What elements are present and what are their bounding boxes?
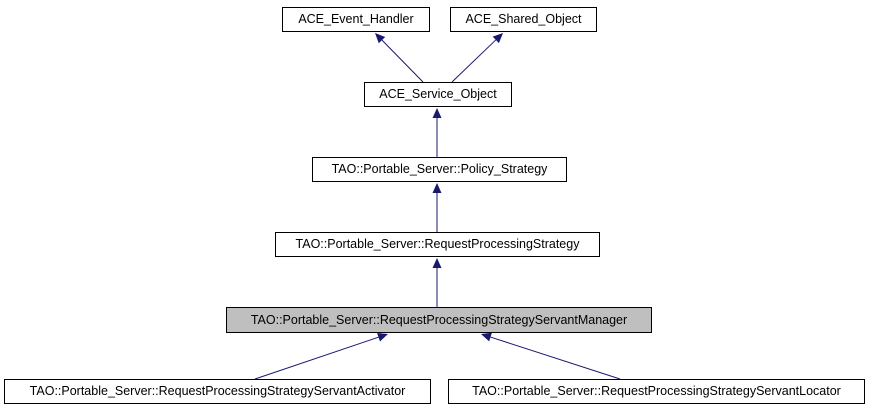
- inheritance-arrowhead-icon: [432, 258, 442, 268]
- inheritance-edge-line: [381, 39, 424, 83]
- inheritance-arrowhead-icon: [481, 332, 492, 342]
- inheritance-edge-line: [254, 336, 379, 380]
- inheritance-arrowhead-icon: [375, 33, 386, 44]
- inheritance-arrowhead-icon: [377, 332, 388, 342]
- inheritance-edge-line: [451, 39, 497, 83]
- class-node-ace-event-handler[interactable]: ACE_Event_Handler: [282, 7, 430, 32]
- class-node-request-processing-strategy-servant-activator[interactable]: TAO::Portable_Server::RequestProcessingS…: [4, 379, 431, 404]
- inheritance-arrowhead-icon: [492, 33, 503, 44]
- inheritance-arrowhead-icon: [432, 183, 442, 193]
- class-node-request-processing-strategy[interactable]: TAO::Portable_Server::RequestProcessingS…: [275, 232, 600, 257]
- class-node-ace-shared-object[interactable]: ACE_Shared_Object: [450, 7, 597, 32]
- class-node-policy-strategy[interactable]: TAO::Portable_Server::Policy_Strategy: [312, 157, 567, 182]
- class-node-request-processing-strategy-servant-manager: TAO::Portable_Server::RequestProcessingS…: [226, 307, 652, 333]
- inheritance-arrowhead-icon: [432, 108, 442, 118]
- class-node-request-processing-strategy-servant-locator[interactable]: TAO::Portable_Server::RequestProcessingS…: [448, 379, 865, 404]
- inheritance-edge-line: [490, 336, 621, 380]
- class-node-ace-service-object[interactable]: ACE_Service_Object: [364, 82, 512, 107]
